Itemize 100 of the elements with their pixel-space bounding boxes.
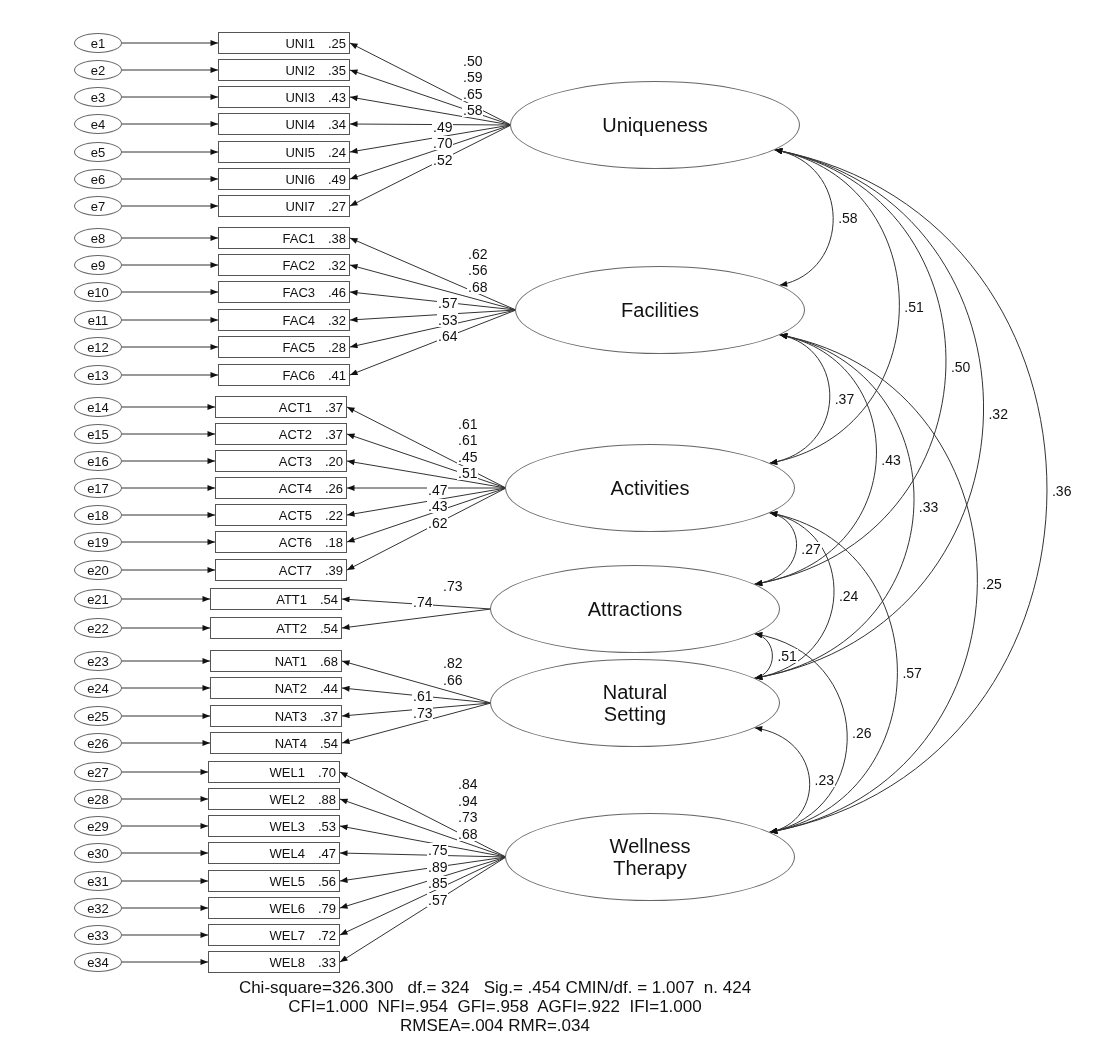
variable-name: WEL2 [268,791,305,807]
observed-variable-box [218,168,350,190]
arrow [346,459,507,489]
arrow [121,67,219,73]
variable-name: UNI6 [284,171,315,187]
variable-name: e6 [90,171,106,187]
arrow [121,512,216,518]
r-squared-value: .54 [319,591,338,607]
variable-name: e26 [87,735,109,751]
observed-variable-box [218,195,350,217]
arrow [121,713,211,719]
observed-variable-box [215,559,347,581]
variable-name: e8 [90,230,106,246]
edge-label: .50 [949,360,972,374]
variable-name: WEL5 [268,873,305,889]
arrow [121,539,216,545]
error-term-ellipse [74,337,122,357]
edge-label: .68 [457,826,479,841]
variable-name: e1 [90,35,106,51]
variable-name: NAT4 [273,735,307,751]
edge-label: .68 [467,279,489,294]
edge-label: .49 [432,119,454,134]
r-squared-value: .70 [317,764,336,780]
arrow [339,856,507,909]
variable-name: FAC5 [281,339,315,355]
arrow [121,431,216,437]
arrow [121,289,219,295]
edge-label: .26 [851,726,873,740]
error-term-ellipse [74,169,122,189]
error-term-ellipse [74,365,122,385]
observed-variable-box [208,951,340,973]
edge-label: .82 [442,656,464,671]
arrow [121,317,219,323]
observed-variable-box [210,677,342,699]
error-term-ellipse [74,228,122,248]
arrow [121,372,219,378]
variable-name: e31 [87,873,109,889]
edge-label: .24 [837,588,860,603]
error-term-ellipse [74,871,122,891]
edge-label: .57 [437,296,459,311]
variable-name: WEL4 [268,845,305,861]
arrow [349,124,512,180]
variable-name: ACT5 [277,507,312,523]
observed-variable-box [208,924,340,946]
arrow [121,404,216,410]
arrow [121,878,209,884]
error-term-ellipse [74,706,122,726]
edge-label: .61 [412,689,434,704]
variable-name: Activities [610,477,690,499]
variable-name: FAC3 [281,284,315,300]
r-squared-value: .20 [324,453,343,469]
variable-name: NAT1 [273,653,307,669]
edge-label: .73 [457,810,479,825]
r-squared-value: .46 [327,284,346,300]
edge-label: .58 [462,103,484,117]
fit-statistics-text: Chi-square=326.300 df.= 324 Sig.= .454 CMIN/df. = 1.007 n. 424 [238,978,752,997]
r-squared-value: .79 [317,900,336,916]
arrow [121,823,209,829]
observed-variable-box [210,650,342,672]
variable-name: Uniqueness [602,114,708,136]
covariance-arrow [754,632,848,833]
edge-label: .43 [427,499,449,513]
edge-label: .59 [462,70,484,84]
variable-name: ACT4 [277,480,312,496]
variable-name: FAC4 [281,312,315,328]
variable-name: e5 [90,144,106,160]
error-term-ellipse [74,60,122,80]
error-term-ellipse [74,952,122,972]
arrow [339,771,507,858]
variable-name: e33 [87,927,109,943]
fit-statistics-text: RMSEA=.004 RMR=.034 [400,1016,590,1035]
edge-label: .89 [427,859,449,874]
arrow [121,959,209,965]
variable-name: e3 [90,89,106,105]
error-term-ellipse [74,651,122,671]
arrow [121,567,216,573]
arrow [346,487,507,571]
variable-name: FAC6 [281,367,315,383]
edge-label: .51 [776,649,798,663]
edge-label: .85 [427,876,449,891]
observed-variable-box [215,423,347,445]
variable-name: ACT7 [277,562,312,578]
edge-label: .73 [442,578,464,593]
edge-label: .36 [1050,484,1073,498]
arrow [121,485,216,491]
edge-label: .65 [462,86,484,101]
arrow [349,124,512,207]
arrow [121,658,211,664]
observed-variable-box [218,281,350,303]
arrow [121,850,209,856]
variable-name: UNI3 [284,89,315,105]
observed-variable-box [218,364,350,386]
edge-label: .74 [412,595,434,610]
error-term-ellipse [74,87,122,107]
arrow [121,121,219,127]
variable-name: e2 [90,62,106,78]
error-term-ellipse [74,898,122,918]
variable-name: WEL3 [268,818,305,834]
arrow [349,309,517,376]
variable-name: e27 [87,764,109,780]
